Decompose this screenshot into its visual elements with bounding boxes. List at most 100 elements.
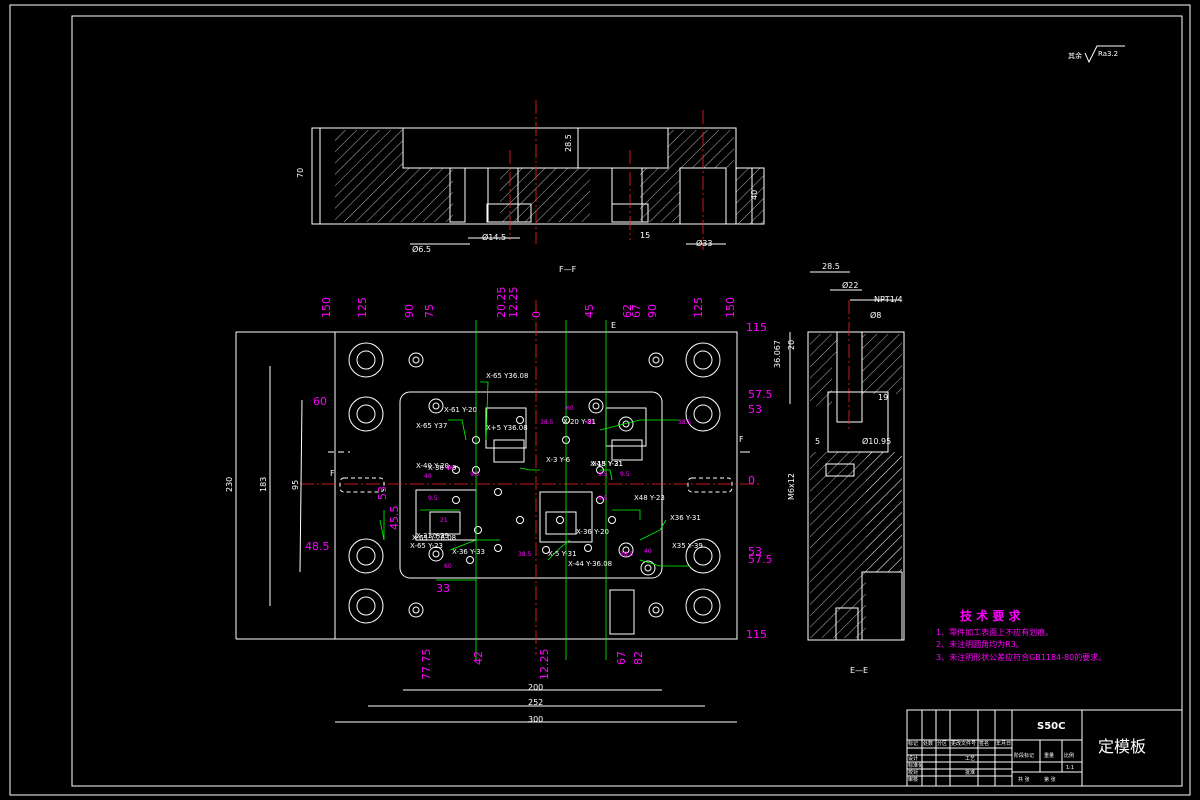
tiny-hole-8	[556, 516, 564, 524]
dim-hole-a: Ø6.5	[412, 244, 431, 254]
right-dim-3: 53	[748, 403, 762, 416]
leader-5	[639, 519, 667, 541]
section-label-f: F—F	[559, 265, 577, 274]
leader-7	[547, 539, 571, 561]
top-dim-8: 45	[583, 304, 596, 318]
bottom-dim-33: 33	[436, 582, 450, 595]
small-hole-core-2	[412, 606, 420, 614]
bottom-dim-200: 200	[528, 683, 543, 692]
coord-note-3: X-30 Y-9	[428, 464, 457, 472]
top-dim-13: 150	[724, 297, 737, 318]
dim-hole-d: Ø33	[696, 238, 712, 248]
title-block-text-4: 签名	[979, 740, 989, 747]
small-hole-core-8	[644, 564, 652, 572]
title-block-text-1: 处数	[923, 740, 933, 747]
hole-label-6: 9.5	[598, 471, 608, 478]
insert-pocket-5	[545, 511, 577, 535]
tech-title: 技 术 要 求	[960, 608, 1022, 623]
top-dim-2: 125	[356, 297, 369, 318]
e-dim-5: 5	[815, 437, 820, 446]
hole-label-4: 9.5	[428, 495, 438, 502]
insert-pocket-0	[485, 407, 527, 449]
guide-hole-outer-0	[348, 342, 384, 378]
small-hole-core-5	[592, 402, 600, 410]
coord-note-10: X-44 Y-36.08	[568, 560, 612, 568]
coord-note-1: X-61 Y-20	[444, 406, 477, 414]
coord-note-13: X-5 Y-31	[548, 550, 577, 558]
dim-depth: 28.5	[564, 134, 573, 152]
small-hole-3	[648, 602, 664, 618]
hole-label-11: 60	[566, 405, 574, 412]
leader-11	[599, 419, 680, 431]
part-name: 定模板	[1098, 737, 1146, 756]
right-section-view: 28.5 Ø22 NPT1/4 Ø8 20 36.067 19 5 Ø10.95…	[773, 262, 905, 641]
left-dim-53: 53	[376, 486, 389, 500]
bottom-dim-252: 252	[528, 698, 543, 707]
hole-label-5: 9.5	[470, 471, 480, 478]
title-block-text-11: 批准	[965, 769, 975, 776]
tech-item-3: 3、未注明形状公差应符合GB1184-80的要求。	[936, 652, 1106, 662]
title-block-text-13: 重量	[1044, 752, 1054, 759]
plan-holes	[339, 342, 733, 624]
leader-3	[600, 469, 613, 481]
roughness-value: Ra3.2	[1098, 50, 1118, 58]
left-dim-95: 95	[291, 480, 300, 490]
left-dim-48: 48.5	[305, 540, 330, 553]
plan-view: F F E 150 125 90 75 20.25 12.25 0 45 62 …	[225, 287, 773, 725]
coord-note-18: X-40 Y-20	[416, 462, 449, 470]
guide-hole-inner-1	[356, 404, 376, 424]
guide-hole-outer-6	[685, 538, 721, 574]
side-slot-0	[339, 477, 385, 493]
top-dim-6: 12.25	[507, 287, 520, 319]
coord-note-12: X+5 Y36.08	[486, 424, 528, 432]
hole-label-13: 40	[446, 465, 454, 472]
hole-label-3: 40	[644, 548, 652, 555]
leader-12	[639, 559, 690, 567]
e-dim-small: Ø8	[870, 310, 881, 320]
guide-hole-inner-4	[693, 350, 713, 370]
guide-hole-outer-7	[685, 588, 721, 624]
e-dim-top: 28.5	[822, 262, 840, 271]
title-block-text-14: 比例	[1064, 752, 1074, 759]
right-dim-6: 57.5	[748, 553, 773, 566]
hole-label-10: 60	[444, 563, 452, 570]
e-dim-dia: Ø10.95	[862, 436, 891, 446]
title-block-text-12: 阶段标记	[1014, 752, 1034, 759]
title-block-text-16: 共 张	[1018, 776, 1030, 783]
small-hole-1	[648, 352, 664, 368]
guide-hole-inner-6	[693, 546, 713, 566]
top-dim-11: 90	[646, 304, 659, 318]
top-dim-labels: 150 125 90 75 20.25 12.25 0 45 62 67 90 …	[320, 287, 737, 319]
title-block-text-6: 设计	[908, 755, 918, 762]
top-dim-7: 0	[530, 311, 543, 318]
top-dim-4: 75	[423, 304, 436, 318]
small-hole-4	[428, 398, 444, 414]
leader-8	[379, 510, 385, 541]
right-dim-labels: 115 57.5 53 0 53 57.5 115	[746, 321, 773, 641]
tiny-hole-2	[494, 488, 502, 496]
guide-hole-outer-2	[348, 538, 384, 574]
outer-border	[9, 4, 1191, 796]
hole-label-1: 40	[586, 419, 594, 426]
title-block: S50C 定模板 标记处数分区更改文件号签名年月日设计标准化校对审核工艺批准阶段…	[906, 709, 1183, 787]
side-cut-0	[609, 589, 635, 635]
coord-note-17: X35 Y-39	[672, 542, 703, 550]
guide-hole-inner-2	[356, 546, 376, 566]
tiny-hole-9	[596, 496, 604, 504]
title-block-text-3: 更改文件号	[951, 740, 976, 747]
material-label: S50C	[1037, 721, 1065, 732]
dim-pocket: 40	[750, 190, 759, 200]
e-dim-19: 19	[878, 393, 888, 402]
small-hole-core-4	[432, 402, 440, 410]
insert-pocket-3	[429, 511, 461, 535]
e-dim-m6: M6x12	[787, 473, 796, 500]
bottom-dim-300: 300	[528, 715, 543, 724]
small-hole-9	[428, 546, 444, 562]
right-dim-1: 115	[746, 321, 767, 334]
small-hole-8	[640, 560, 656, 576]
tiny-hole-7	[516, 516, 524, 524]
title-block-text-17: 第 张	[1044, 776, 1056, 783]
bottom-dim-5: 82	[632, 651, 645, 665]
left-dim-45: 45.5	[388, 506, 401, 531]
